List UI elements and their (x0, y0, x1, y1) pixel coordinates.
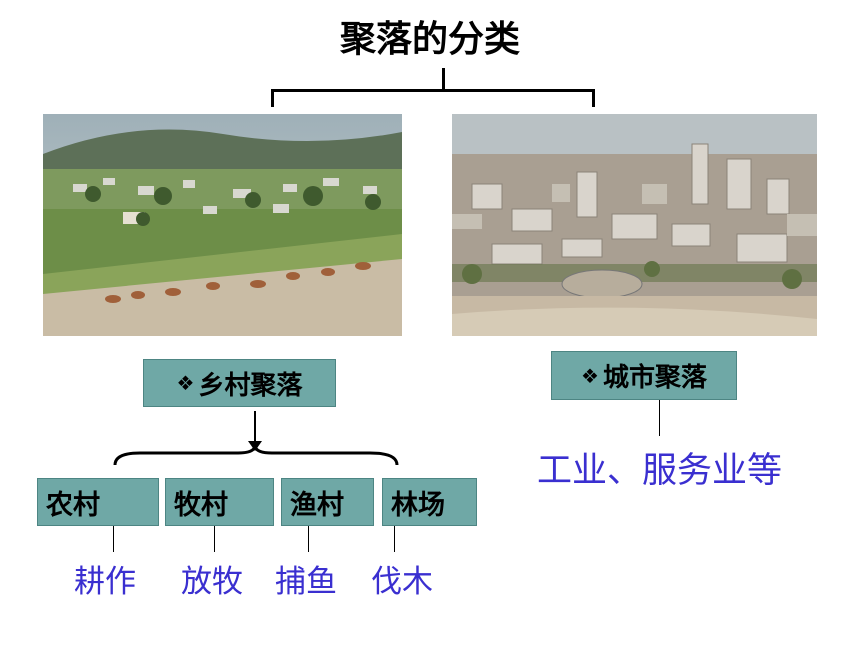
urban-city-photo (452, 114, 817, 336)
urban-activity: 工业、服务业等 (537, 451, 783, 491)
urban-settlement-box: ❖ 城市聚落 (551, 351, 737, 400)
type-label: 农村 (46, 489, 100, 521)
activity-herding: 放牧 (181, 564, 243, 600)
rural-settlement-box: ❖ 乡村聚落 (143, 359, 336, 407)
bracket-left-tick (271, 89, 274, 107)
activity-fishing: 捕鱼 (275, 564, 337, 600)
urban-connector (659, 400, 660, 436)
logging-connector (394, 526, 395, 552)
urban-settlement-label: 城市聚落 (602, 363, 707, 393)
diamond-bullet-icon: ❖ (581, 363, 599, 388)
rural-brace (113, 411, 399, 466)
rural-village-photo (43, 114, 402, 336)
page-title: 聚落的分类 (339, 19, 520, 60)
farming-connector (113, 526, 114, 552)
type-label: 渔村 (290, 489, 344, 521)
rural-type-forest-farm: 林场 (382, 478, 477, 526)
activity-farming: 耕作 (74, 564, 136, 600)
rural-settlement-label: 乡村聚落 (198, 370, 303, 401)
rural-type-fishing-village: 渔村 (281, 478, 374, 526)
activity-logging: 伐木 (371, 564, 433, 600)
herding-connector (214, 526, 215, 552)
diamond-bullet-icon: ❖ (176, 371, 195, 395)
type-label: 牧村 (174, 489, 228, 521)
bracket-stem (442, 68, 445, 90)
rural-type-herding-village: 牧村 (165, 478, 274, 526)
bracket-bar (271, 89, 595, 92)
rural-type-farming-village: 农村 (37, 478, 159, 526)
bracket-right-tick (592, 89, 595, 107)
fishing-connector (308, 526, 309, 552)
type-label: 林场 (391, 489, 445, 521)
